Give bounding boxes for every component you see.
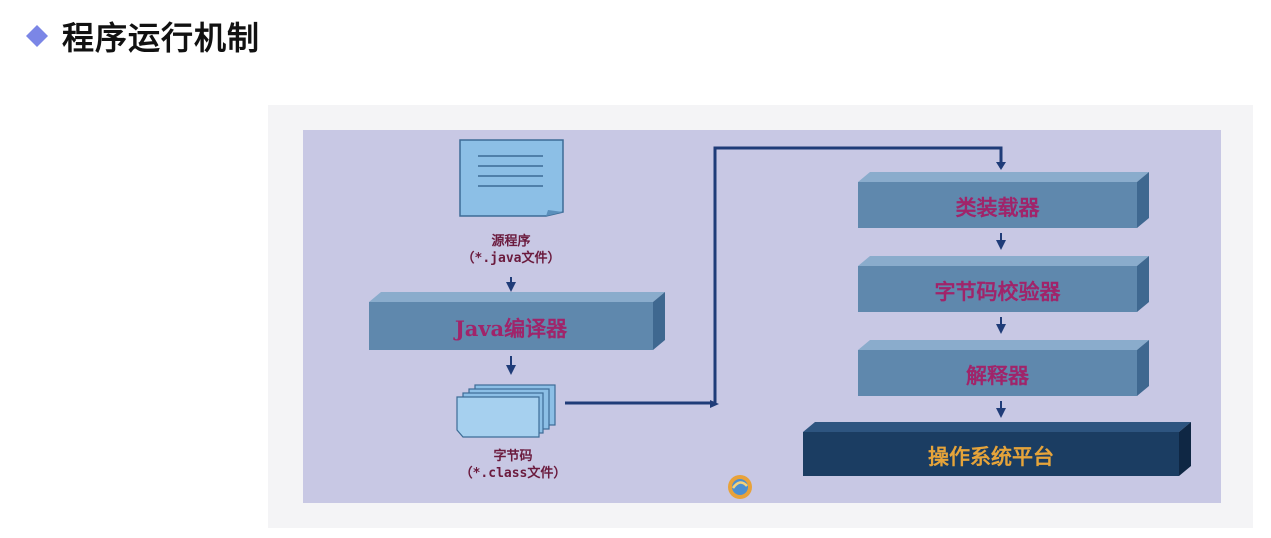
bytecode-name: 字节码 xyxy=(493,449,533,464)
bytecode-ext: （*.class文件） xyxy=(459,466,567,481)
verifier-box xyxy=(858,256,1149,312)
bytecode-label: 字节码 （*.class文件） xyxy=(443,448,583,482)
verifier-label: 字节码校验器 xyxy=(934,279,1061,304)
round-logo-icon xyxy=(728,475,752,499)
slide-title: 程序运行机制 xyxy=(62,19,261,57)
class-loader-label: 类装载器 xyxy=(955,195,1040,220)
diamond-bullet-icon xyxy=(26,25,48,47)
flow-diagram-graphic xyxy=(369,139,1191,499)
source-name: 源程序 xyxy=(491,234,531,249)
interpreter-box xyxy=(858,340,1149,396)
bytecode-files-icon xyxy=(456,384,556,438)
compiler-label: Java编译器 xyxy=(454,316,568,341)
interpreter-label: 解释器 xyxy=(966,363,1029,388)
source-file-icon xyxy=(459,139,564,217)
diagram-panel: 源程序 （*.java文件） Java编译器 字节码 （*.class文件） 类… xyxy=(303,130,1221,503)
os-platform-label: 操作系统平台 xyxy=(928,444,1054,469)
source-ext: （*.java文件） xyxy=(461,251,561,266)
source-label: 源程序 （*.java文件） xyxy=(451,233,571,267)
arrow-bytecode-to-loader xyxy=(565,146,1003,405)
class-loader-box xyxy=(858,172,1149,228)
compiler-box xyxy=(369,292,665,350)
os-platform-box xyxy=(803,422,1191,476)
slide-header: 程序运行机制 xyxy=(22,14,260,58)
